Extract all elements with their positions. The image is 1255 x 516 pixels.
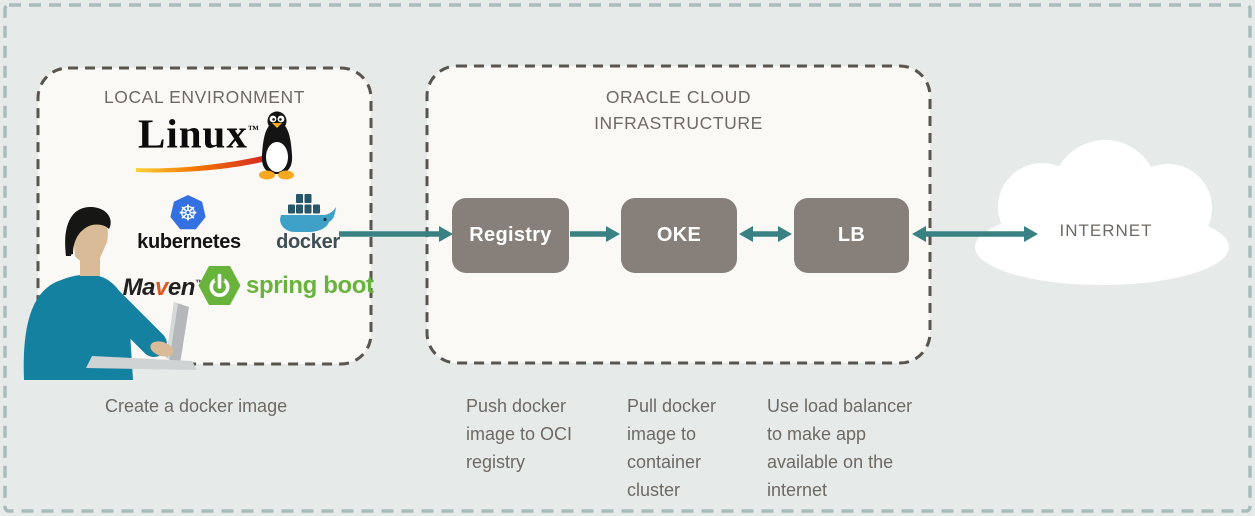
arrow-registry-to-oke <box>570 226 620 242</box>
node-registry-label: Registry <box>469 224 552 246</box>
arm <box>93 283 167 357</box>
oci-title: ORACLE CLOUD INFRASTRUCTURE <box>427 84 930 136</box>
spring-boot-icon <box>198 266 241 305</box>
hand <box>150 341 174 357</box>
linux-swoosh <box>136 156 262 173</box>
local-environment-title: LOCAL ENVIRONMENT <box>103 87 306 107</box>
node-oke-label: OKE <box>656 224 702 246</box>
flow-arrows <box>339 226 1038 242</box>
arrow-lb-internet-bidirectional <box>912 226 1038 242</box>
docker-label: docker <box>276 231 340 253</box>
linux-trademark: ™ <box>247 124 259 136</box>
kubernetes-icon: ☸ <box>170 195 206 230</box>
caption-load-balancer: Use load balancer to make app available … <box>767 396 913 500</box>
kubernetes-label: kubernetes <box>137 231 241 253</box>
oci-title-line1: ORACLE CLOUD <box>605 87 752 107</box>
docker-whale-icon <box>280 194 336 232</box>
caption-pull-to-cluster: Pull docker image to container cluster <box>627 396 717 500</box>
linux-logo-wordmark: Linux™ <box>138 110 259 157</box>
developer-illustration <box>23 206 197 380</box>
maven-v: v <box>154 274 168 301</box>
maven-trademark: ™ <box>194 278 204 288</box>
node-lb: LB <box>794 198 909 273</box>
laptop-base <box>86 356 197 370</box>
node-oke: OKE <box>621 198 737 273</box>
svg-text:☸: ☸ <box>178 202 198 227</box>
hair <box>65 206 111 256</box>
arrow-docker-to-registry <box>339 226 453 242</box>
maven-logo: Maven™ <box>122 274 204 301</box>
caption-push-to-registry: Push docker image to OCI registry <box>466 396 573 472</box>
oci-title-line2: INFRASTRUCTURE <box>594 113 763 133</box>
node-registry: Registry <box>452 198 569 273</box>
node-lb-label: LB <box>837 224 866 246</box>
spring-boot-label: spring boot <box>246 272 374 299</box>
internet-cloud-shape <box>975 140 1229 285</box>
arrow-oke-lb-bidirectional <box>739 226 792 242</box>
outer-dashed-frame <box>3 3 1252 513</box>
tux-penguin-icon <box>259 111 294 180</box>
internet-label: INTERNET <box>1059 221 1153 240</box>
caption-create-docker-image: Create a docker image <box>105 396 288 416</box>
